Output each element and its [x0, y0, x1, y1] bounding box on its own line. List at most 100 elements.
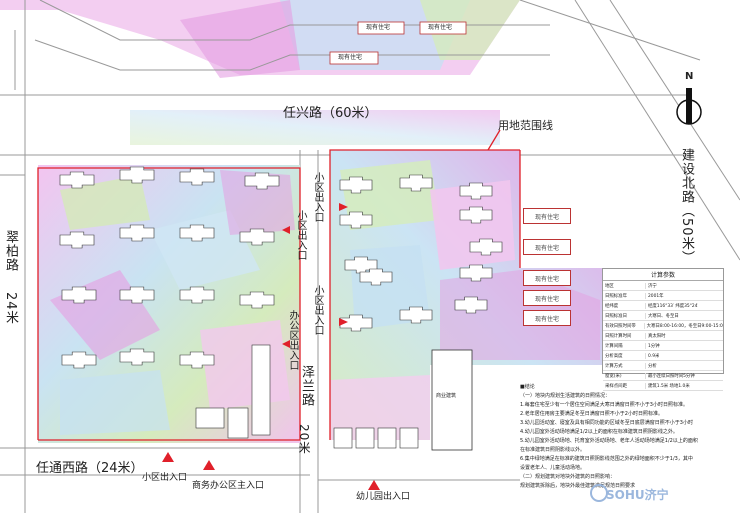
residential-building	[339, 211, 373, 229]
entrance-office-side: 办公区出入口	[287, 310, 298, 370]
note-line: 6.集中绿地满足在标准的建筑日照阴影线范围之外的绿地面积不少于1/3，其中	[520, 456, 693, 462]
params-value: 大寒日8:00-16:00，冬至日9:00-15:00	[646, 323, 723, 329]
params-value: 大寒日、冬至日	[648, 313, 679, 319]
note-line: 3.幼儿园活动室、寝室及具有相同功能的区域冬至日底层满窗日照不小于3小时	[520, 420, 693, 426]
site-boundary	[37, 129, 521, 441]
residential-building	[179, 351, 215, 369]
note-line: 5.幼儿园室外活动场地、托育室外活动场地、老年人活动场地满足1/2以上的面积	[520, 438, 698, 444]
office-buildings	[195, 344, 271, 439]
note-line: 规划建筑拆除后，地块外最佳建筑满足规范日照要求	[520, 483, 636, 489]
north-arrow: N	[676, 72, 702, 128]
road-renxing: 任兴路（60米）	[283, 106, 378, 121]
entrance-kindergarten: 幼儿园出入口	[356, 492, 411, 502]
params-value: 分析	[648, 363, 657, 369]
sohu-logo-icon	[590, 484, 608, 502]
note-line: 4.幼儿园室外活动场地满足1/2以上的面积在标准建筑日照阴影线之外。	[520, 429, 678, 435]
params-key: 计算间隔	[603, 342, 646, 349]
road-rentongxi: 任通西路（24米）	[36, 461, 144, 476]
residential-building	[239, 228, 275, 246]
params-key: 日照计算时间	[603, 332, 646, 339]
params-key: 经纬度	[603, 302, 646, 309]
note-line: 2.老年居住用房主要满足冬至日满窗日照不小于2小时日照标准。	[520, 411, 663, 417]
params-key: 采样点间距	[603, 382, 646, 389]
commercial-label: 商业建筑	[436, 393, 457, 399]
commercial-building	[431, 349, 473, 451]
params-value: 1分钟	[648, 343, 660, 349]
compass-icon	[676, 88, 702, 125]
params-row: 地区济宁	[603, 281, 723, 291]
existing-housing-3: 现有住宅	[523, 270, 571, 286]
residential-building	[119, 224, 155, 242]
params-value: 0.9米	[648, 353, 660, 359]
residential-building	[61, 351, 97, 369]
existing-housing-2: 现有住宅	[523, 239, 571, 255]
north-label: N	[685, 71, 694, 82]
top-housing-label-1: 现有住宅	[366, 24, 391, 31]
road-cuibai: 翠柏路	[3, 230, 18, 272]
top-housing	[329, 21, 467, 65]
notes-title: ■结论	[520, 384, 535, 390]
residential-building	[244, 172, 280, 190]
residential-building	[59, 171, 95, 189]
residential-building	[399, 174, 433, 192]
top-housing-label-2: 现有住宅	[428, 24, 453, 31]
entrance-community-2: 小区出入口	[295, 210, 306, 260]
right-site-heat	[330, 150, 605, 440]
params-value: 真太阳时	[648, 333, 666, 339]
residential-building	[119, 166, 155, 184]
params-value: 最小连续日照时间5分钟	[648, 373, 695, 379]
residential-building	[339, 314, 373, 332]
params-row: 日照标准日大寒日、冬至日	[603, 311, 723, 321]
residential-building	[239, 291, 275, 309]
residential-building	[469, 238, 503, 256]
watermark: SOHU济宁	[606, 488, 669, 502]
residential-building	[454, 296, 488, 314]
note-line: （一）地块内规划生活建筑的日照情况：	[520, 393, 611, 399]
params-value: 济宁	[648, 283, 657, 289]
existing-housing-5: 现有住宅	[523, 310, 571, 326]
params-row: 经纬度经度116°33′ 纬度35°24′	[603, 301, 723, 311]
existing-housing-1: 现有住宅	[523, 208, 571, 224]
note-line: 在标准建筑日照阴影线以外。	[520, 447, 586, 453]
road-jianshebei: 建设北路（50米）	[679, 148, 694, 265]
params-value: 2001年	[648, 293, 664, 299]
residential-building	[399, 306, 433, 324]
params-row: 计算方式分析	[603, 361, 723, 371]
residential-building	[179, 168, 215, 186]
entrance-business-office: 商务办公区主入口	[192, 481, 265, 491]
params-key: 日照标准日	[603, 312, 646, 319]
right-buildings	[339, 174, 503, 332]
note-line: （二）规划建筑对地块外建筑的日照影响：	[520, 474, 616, 480]
residential-building	[359, 268, 393, 286]
existing-housing-4: 现有住宅	[523, 290, 571, 306]
entrance-community-bottom: 小区出入口	[142, 473, 188, 483]
top-heat-band	[0, 0, 520, 145]
params-row: 日照计算时间真太阳时	[603, 331, 723, 341]
params-key: 分析高度	[603, 352, 646, 359]
residential-building	[179, 224, 215, 242]
residential-building	[339, 176, 373, 194]
bottom-small-buildings	[333, 427, 419, 449]
residential-building	[459, 264, 493, 282]
params-key: 有效日照时间带	[603, 322, 645, 329]
road-zelan-width: 20米	[297, 424, 311, 455]
residential-building	[61, 286, 97, 304]
residential-building	[459, 206, 493, 224]
residential-building	[459, 182, 493, 200]
road-zelan: 泽兰路	[299, 365, 314, 407]
params-value: 建筑1.5米 场地1.0米	[648, 383, 690, 389]
note-line: 设置老年人、儿童活动场地。	[520, 465, 586, 471]
note-line: 1.每套住宅至少有一个居住空间满足大寒日满窗日照不小于3小时日照标准。	[520, 402, 688, 408]
entrance-community-1: 小区出入口	[312, 172, 323, 222]
left-buildings	[59, 166, 280, 369]
top-housing-label-3: 现有住宅	[338, 54, 363, 61]
conclusion-notes: ■结论 （一）地块内规划生活建筑的日照情况： 1.每套住宅至少有一个居住空间满足大…	[520, 383, 732, 491]
residential-building	[119, 348, 155, 366]
params-key: 窗宽(米)	[603, 372, 646, 379]
road-cuibai-width: 24米	[3, 292, 18, 325]
